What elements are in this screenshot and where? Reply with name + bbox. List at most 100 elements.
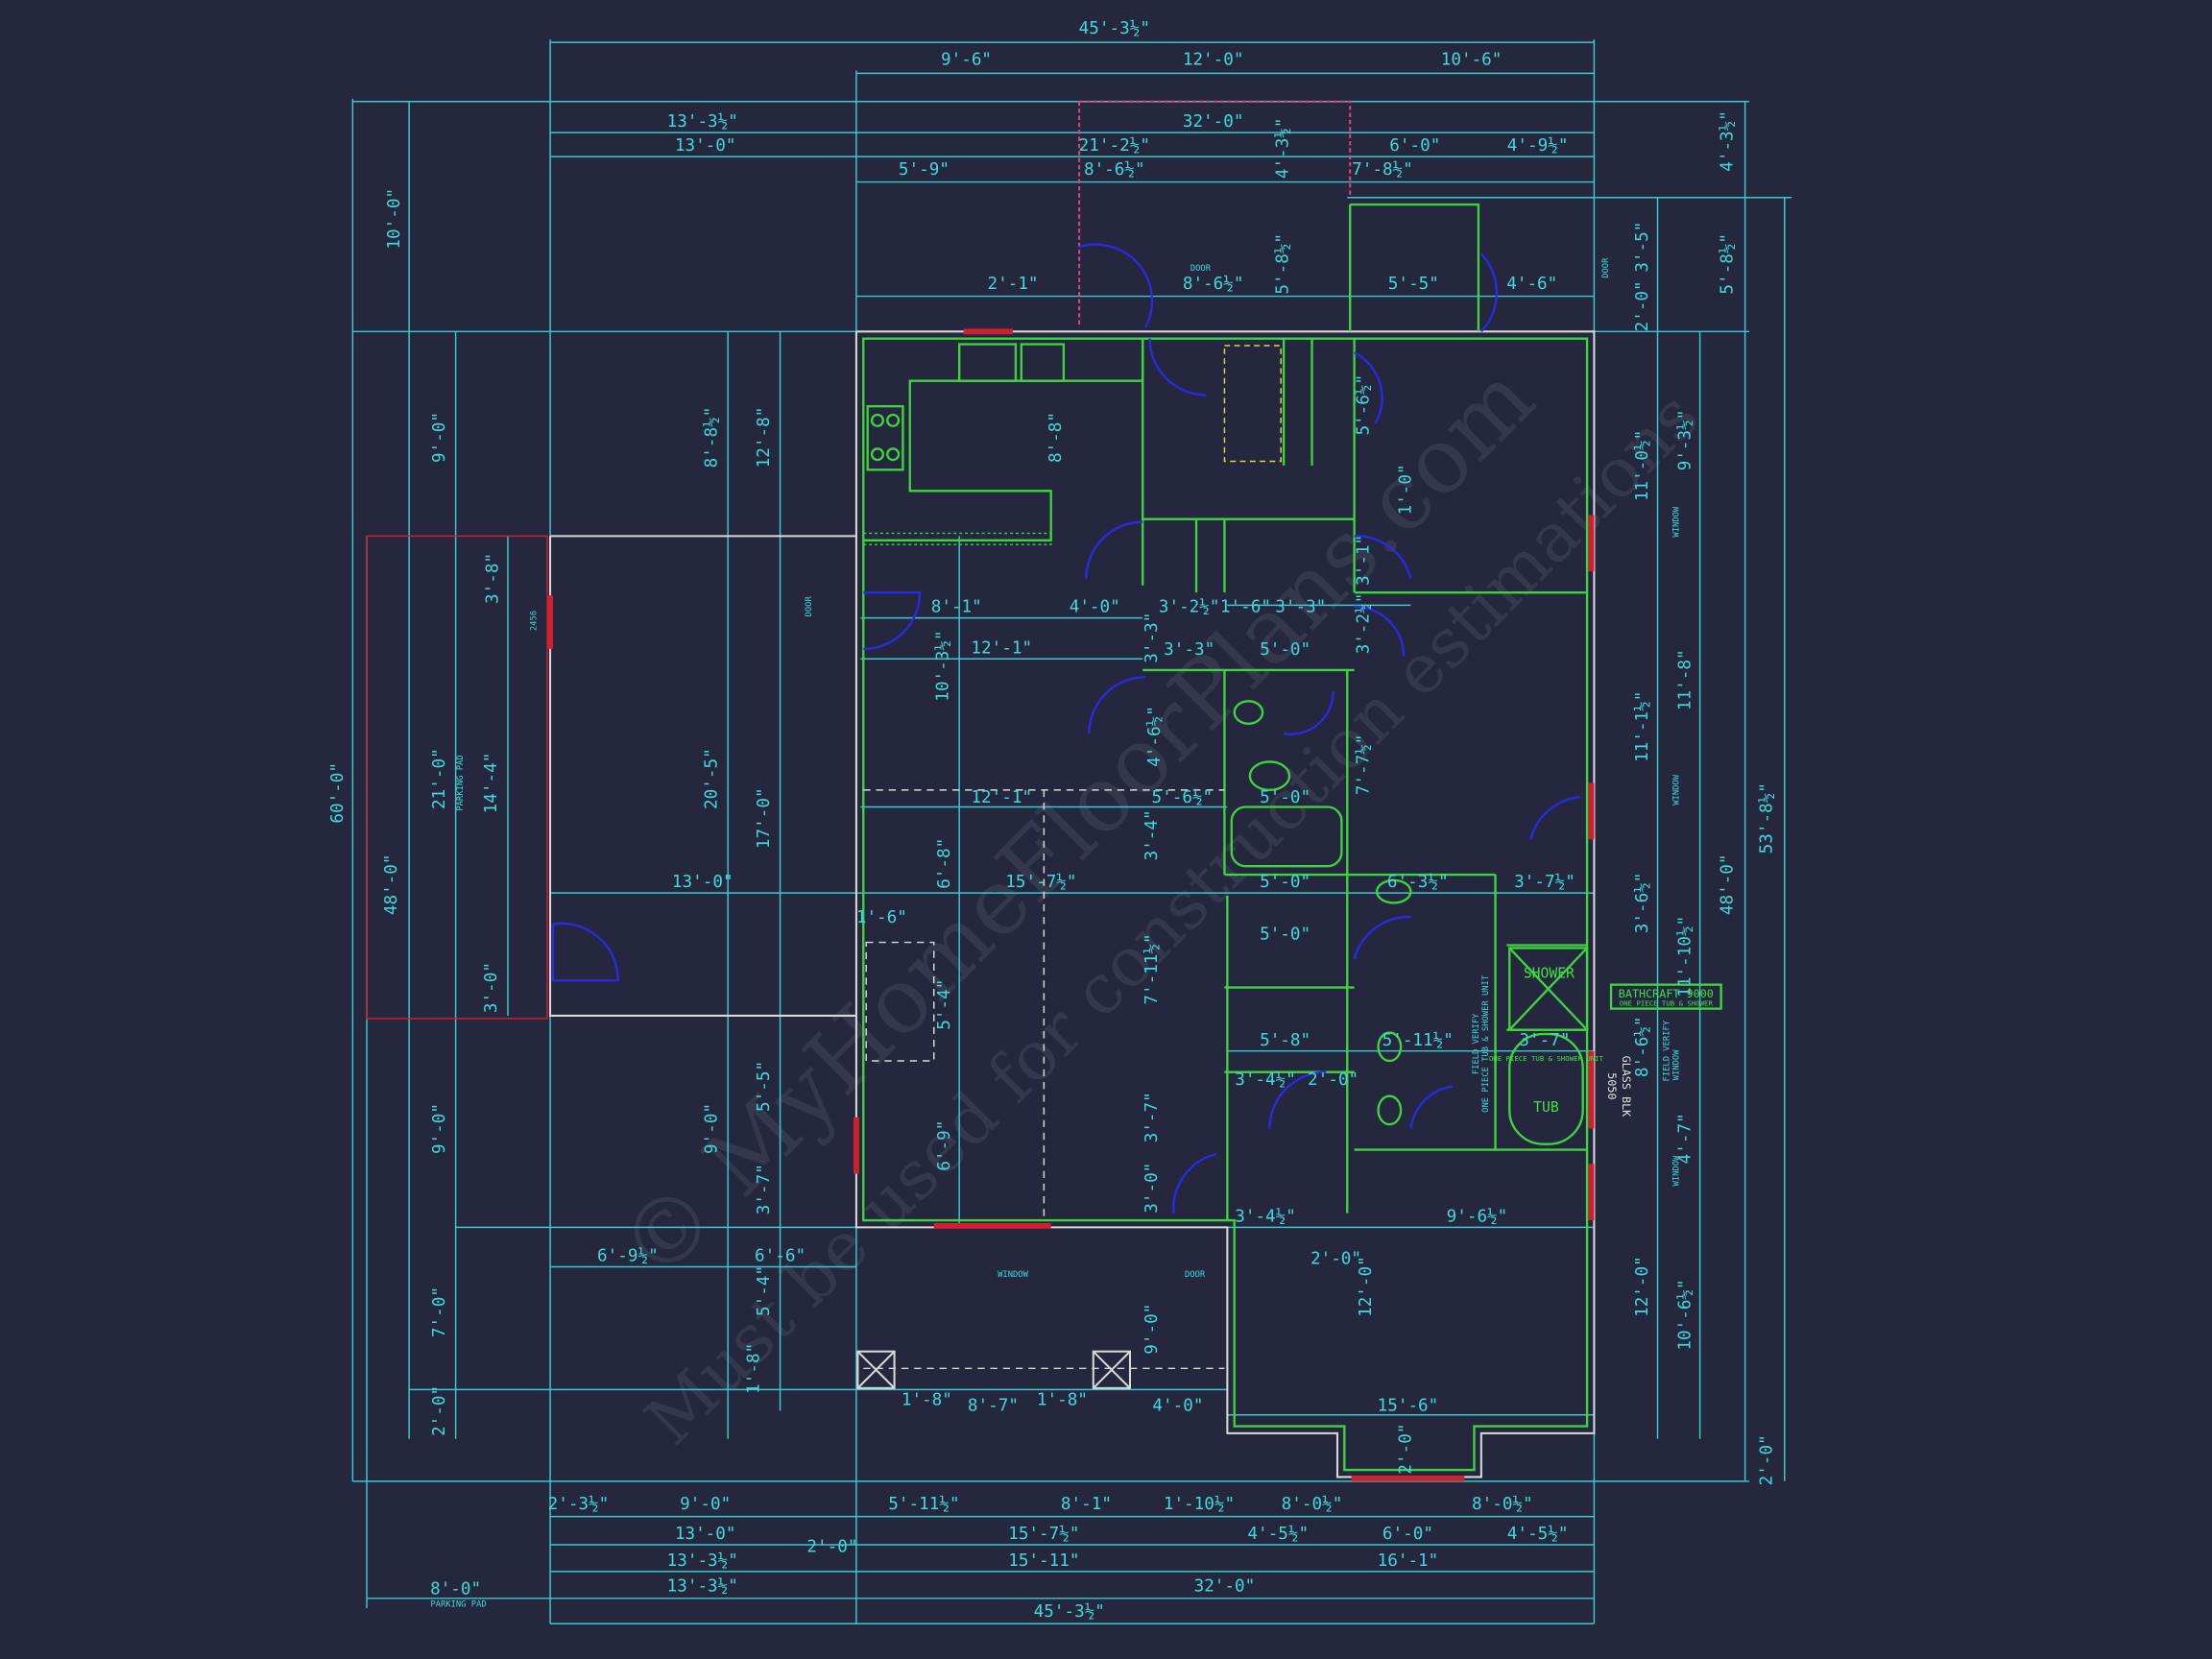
dimension-label: 3'-7" (755, 1164, 774, 1214)
dimension-label: 13'-0" (672, 873, 733, 892)
dimension-label: 16'-1" (1378, 1551, 1439, 1571)
dimension-label: 13'-3½" (667, 1551, 738, 1571)
dimension-label: 3'-6½" (1633, 873, 1652, 934)
annotation-label: PARKING PAD (430, 1600, 486, 1610)
tub-icon (1508, 1032, 1584, 1145)
dimension-label: 8'-8" (1046, 412, 1066, 463)
dimension-label: 5'-0" (1260, 640, 1310, 660)
dimension-label: 5'-0" (1260, 926, 1310, 945)
dimension-label: 10'-3½" (933, 630, 952, 701)
dimension-label: 3'-3" (1275, 598, 1326, 617)
toilet-icon (1248, 760, 1291, 792)
dimension-label: 3'-5" (1633, 222, 1652, 273)
dimension-label: 3'-3" (1142, 613, 1162, 663)
dimension-label: 5'-6½" (1354, 374, 1373, 436)
dimension-label: 9'-6" (941, 51, 992, 70)
dimension-label: 8'-6½" (1633, 1016, 1652, 1077)
dimension-label: 8'-0" (430, 1579, 481, 1599)
dimension-label: 6'-9½" (597, 1247, 659, 1266)
range-icon (866, 405, 904, 471)
dimension-label: 5'-4" (935, 979, 954, 1030)
dimension-label: 13'-3½" (667, 1576, 738, 1596)
dimension-label: 12'-0" (1183, 51, 1244, 70)
tub-note: ONE PIECE TUB & SHOWER UNIT (1489, 1054, 1604, 1063)
sink-icon (958, 343, 1018, 382)
dimension-label: 6'-3½" (1387, 873, 1449, 892)
dimension-label: 8'-1" (931, 598, 982, 617)
annotation-label: WINDOW (1672, 1049, 1682, 1080)
dashed-lines (863, 345, 1282, 1370)
dimension-label: 4'-7" (1675, 1113, 1695, 1164)
dimension-label: 15'-6" (1378, 1396, 1439, 1415)
dimension-label: 6'-8" (935, 838, 954, 889)
dimension-label: 8'-6½" (1183, 275, 1244, 294)
dimension-label: 32'-0" (1183, 112, 1244, 132)
dimension-label: 6'-9" (935, 1120, 954, 1171)
dimension-label: 5'-6½" (1152, 788, 1214, 807)
dimension-label: 3'-7½" (1514, 873, 1575, 892)
dimension-label: 1'-8" (1037, 1391, 1088, 1410)
dimension-label: 2'-0" (1396, 1424, 1415, 1475)
dimension-label: 21'-2½" (1079, 136, 1150, 156)
dimension-label: 7'-7½" (1354, 734, 1373, 796)
dimension-label: 5'-11½" (888, 1495, 959, 1514)
annotation-label: DOOR (805, 596, 814, 617)
annotation-label: DOOR (1185, 1270, 1206, 1280)
dimension-label: 9'-0" (680, 1495, 731, 1514)
dimension-label: 9'-0" (1142, 1304, 1162, 1355)
dimension-label: 8'-1" (1061, 1495, 1112, 1514)
parking-pad (366, 535, 548, 1020)
dimension-label: 11'-10½" (1675, 916, 1695, 998)
dimension-label: 32'-0" (1194, 1576, 1256, 1596)
dimension-label: 5'-4" (755, 1265, 774, 1316)
annotation-label: 2456 (529, 611, 539, 631)
dimension-label: 3'-0" (1142, 1163, 1162, 1214)
dimension-label: 13'-0" (675, 136, 736, 156)
annotation-label: WINDOW (1672, 1155, 1682, 1186)
dimension-label: 4'-6½" (1145, 706, 1165, 767)
dimension-label: 3'-4½" (1235, 1207, 1296, 1226)
dimension-label: 12'-0" (1633, 1256, 1652, 1317)
dimension-label: 7'-8½" (1352, 160, 1413, 180)
counter-bar (862, 532, 1052, 545)
glass-block-size: 5050 (1605, 1072, 1619, 1099)
dimension-label: 9'-0" (430, 412, 449, 463)
dimension-label: 2'-3½" (548, 1495, 610, 1514)
tub-label: TUB (1533, 1099, 1559, 1116)
callout-title: BATHCRAFT 9000 (1619, 987, 1714, 1000)
dimension-label: 1'-10½" (1164, 1495, 1235, 1514)
dimension-label: 15'-7½" (1008, 1525, 1079, 1544)
dimension-label: 9'-6½" (1447, 1207, 1508, 1226)
kitchen-fixtures (862, 343, 1066, 545)
dimension-label: 3'-7" (1519, 1031, 1570, 1050)
dimension-label: 2'-0" (430, 1385, 449, 1436)
porch-railing (1078, 100, 1352, 327)
column-icon (1092, 1350, 1132, 1389)
annotation-label: ONE PIECE TUB & SHOWER UNIT (1481, 974, 1491, 1113)
dimension-label: 1'-6" (856, 908, 907, 927)
dimension-label: 3'-2½" (1159, 598, 1220, 617)
dimension-label: 60'-0" (328, 762, 348, 824)
dimension-label: 4'-3½" (1274, 117, 1293, 179)
dimension-label: 5'-8½" (1274, 233, 1293, 295)
dimension-label: 1'-8" (745, 1343, 764, 1394)
dimension-label: 11'-1½" (1633, 691, 1652, 762)
callout-subtitle: ONE PIECE TUB & SHOWER (1620, 999, 1714, 1008)
dimension-label: 5'-8" (1260, 1031, 1310, 1050)
dimension-label: 12'-1" (971, 788, 1032, 807)
dimension-label: 20'-5" (702, 748, 721, 809)
dimension-label: 8'-8½" (702, 407, 721, 469)
shower-label: SHOWER (1524, 965, 1575, 981)
dimension-label: 3'-4" (1142, 809, 1162, 860)
dimension-label: 15'-11" (1008, 1551, 1079, 1571)
dimension-label: 7'-11½" (1142, 933, 1162, 1004)
dimension-label: 2'-0" (1758, 1434, 1777, 1485)
dimension-label: 2'-1" (987, 275, 1038, 294)
dimension-label: 9'-0" (702, 1103, 721, 1154)
dimension-labels: 45'-3½"9'-6"12'-0"10'-6"32'-0"13'-3½"13'… (328, 19, 1776, 1622)
dimension-label: 9'-3½" (1675, 410, 1695, 471)
dimension-label: 2'-0" (1633, 280, 1652, 331)
